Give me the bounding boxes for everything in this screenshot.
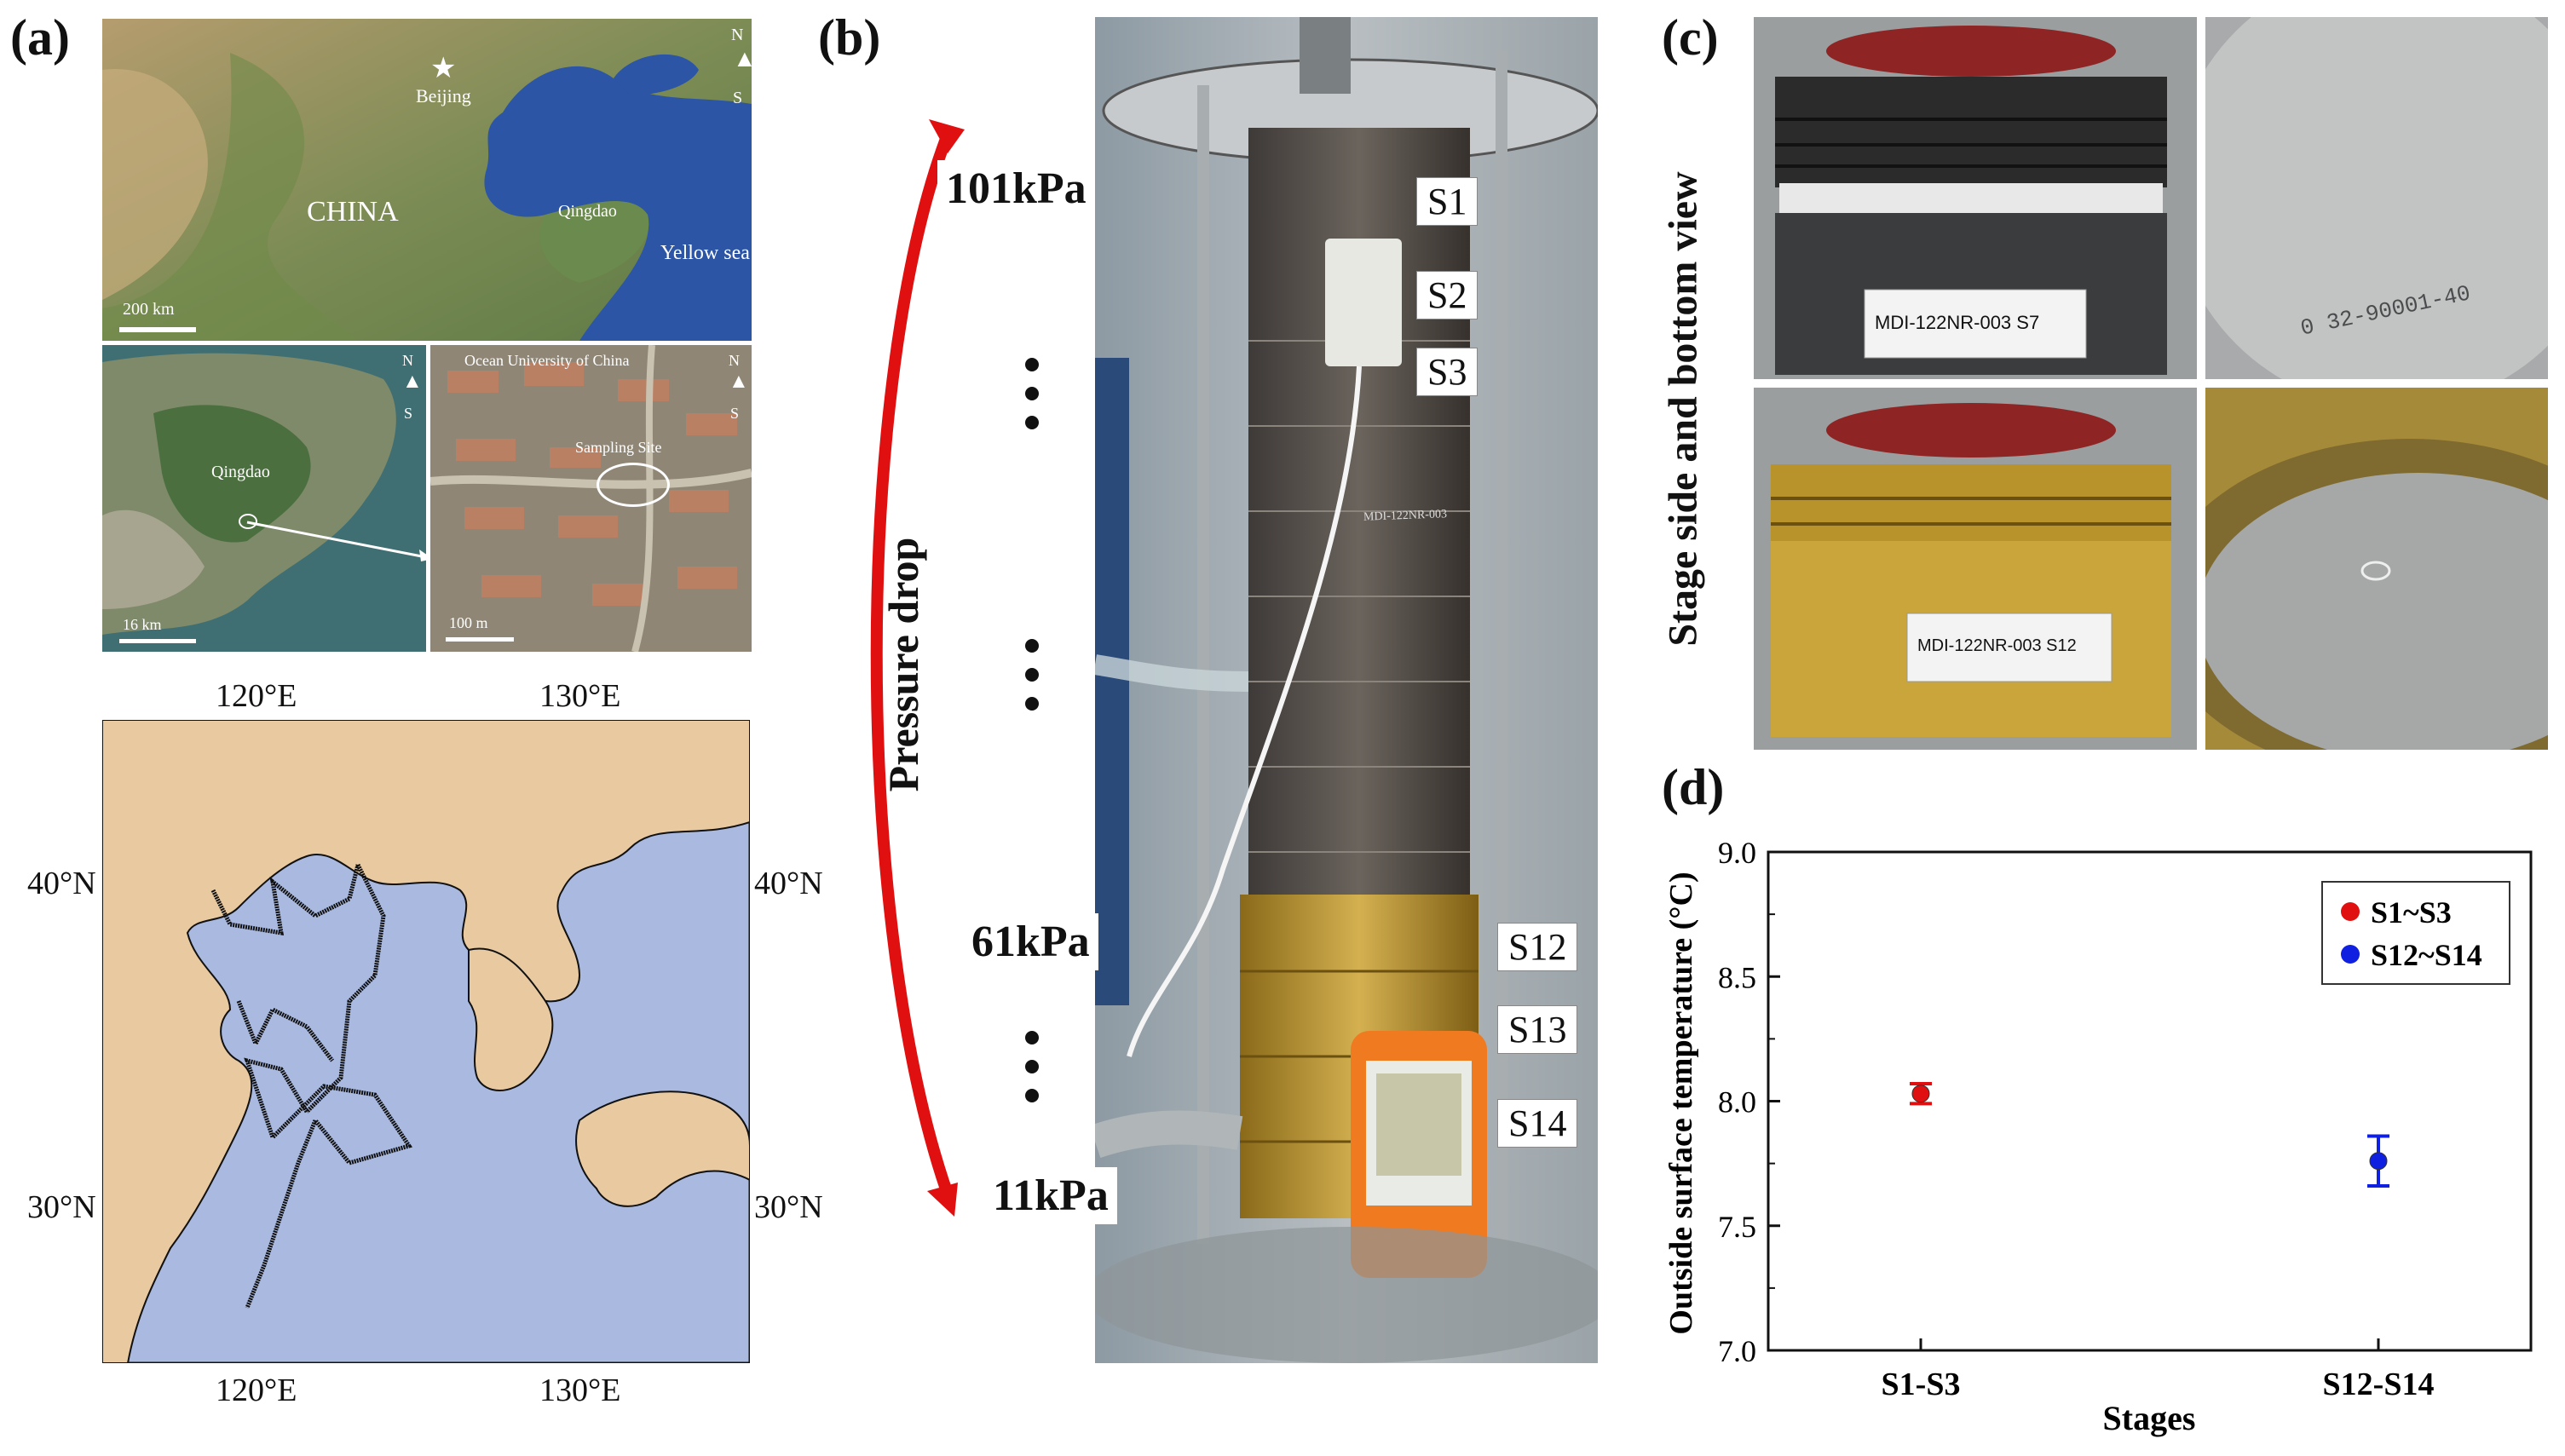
stage-s13: S13 [1497,1005,1578,1054]
legend-marker-blue [2341,945,2360,964]
lat-40-left: 40°N [27,866,96,901]
y-tick-label: 7.0 [1718,1334,1756,1368]
stage-s12: S12 [1497,923,1578,971]
pressure-101kpa: 101kPa [937,160,1095,217]
stage-side-label-box: Stage side and bottom view [1649,128,1717,690]
zoom-connector-arrow [246,521,433,561]
campus-north-label: N [729,352,740,369]
chart-legend: S1~S3 S12~S14 [2321,881,2510,985]
x-tick-label: S1-S3 [1882,1367,1961,1402]
stage-s7-bottom-photo: 0 32-90001-40 [2205,17,2548,379]
y-axis-ticks: 7.0 7.5 8.0 8.5 9.0 [1718,836,1780,1368]
campus-south-label: S [730,405,740,422]
pressure-61kpa: 61kPa [963,913,1098,970]
ship-track-map [102,720,750,1363]
y-tick-label: 8.5 [1718,960,1756,994]
campus-scale-bar [446,637,514,642]
zoom-scale-bar [119,639,196,643]
legend-marker-red [2341,902,2360,921]
panel-label-a: (a) [10,9,70,66]
pressure-drop-arrow [870,119,965,1217]
x-axis-label: Stages [2103,1399,2196,1437]
legend-box [2321,881,2510,985]
china-label: CHINA [307,196,399,227]
site-circle [239,514,257,529]
data-point [1911,1085,1930,1103]
sampling-site-label: Sampling Site [575,439,662,456]
x-tick-label: S12-S14 [2323,1367,2435,1402]
pressure-drop-label-box: Pressure drop [852,528,954,801]
campus-map: Ocean University of China Sampling Site … [430,345,752,652]
column-sticker-label: MDI-122NR-003 [1363,508,1448,524]
lon-120-top: 120°E [216,678,297,714]
ellipsis-dots-3 [1025,1031,1040,1118]
university-label: Ocean University of China [464,352,630,369]
north-label: N [731,26,744,44]
temperature-chart: 7.0 7.5 8.0 8.5 9.0 S1-S3 S12-S14 Outside sur… [1663,836,2533,1437]
satellite-map-region: ★ Beijing CHINA Qingdao Yellow sea 200 k… [102,19,752,341]
legend-entry-s1-s3: S1~S3 [2371,895,2452,929]
lon-120-bottom: 120°E [216,1373,297,1408]
campus-scale-label: 100 m [449,614,488,631]
stage-s12-side-photo: MDI-122NR-003 S12 [1754,388,2197,750]
plate-s12-label: MDI-122NR-003 S12 [1917,636,2077,655]
qingdao-zoom-label: Qingdao [211,463,270,481]
qingdao-zoom-map: Qingdao 16 km N ▲ S [102,345,426,652]
panel-label-c: (c) [1662,9,1719,66]
x-axis-ticks: S1-S3 S12-S14 [1882,1338,2435,1402]
scale-bar [119,327,196,332]
campus-north-arrow-icon: ▲ [729,371,749,393]
zoom-north-label: N [402,352,413,369]
impactor-photo [1095,17,1598,1363]
pressure-drop-label: Pressure drop [879,537,927,792]
sampling-site-circle [597,463,670,507]
y-tick-label: 7.5 [1718,1210,1756,1244]
lat-30-left: 30°N [27,1189,96,1225]
lat-40-right: 40°N [754,866,823,901]
stage-s2: S2 [1416,271,1478,319]
north-arrow-icon: ▲ [733,46,752,72]
scale-label: 200 km [123,300,175,319]
stage-s12-bottom-photo [2205,388,2548,750]
zoom-scale-label: 16 km [123,616,162,633]
lat-30-right: 30°N [754,1189,823,1225]
stage-s7-side-photo: MDI-122NR-003 S7 [1754,17,2197,379]
legend-entry-s12-s14: S12~S14 [2371,938,2482,972]
y-tick-label: 8.0 [1718,1085,1756,1119]
ellipsis-dots-1 [1025,358,1040,445]
ellipsis-dots-2 [1025,639,1040,726]
stage-side-label: Stage side and bottom view [1660,171,1706,647]
panel-label-d: (d) [1662,759,1725,815]
plate-s7-label: MDI-122NR-003 S7 [1875,312,2040,333]
beijing-label: Beijing [416,85,471,106]
y-axis-label: Outside surface temperature (°C) [1663,872,1699,1334]
zoom-north-arrow-icon: ▲ [402,371,423,393]
stage-s1: S1 [1416,177,1478,226]
zoom-south-label: S [404,405,413,422]
chart-marks [1910,1082,2389,1188]
south-label: S [733,89,743,107]
qingdao-label: Qingdao [558,202,617,221]
star-icon: ★ [430,53,457,84]
stage-s3: S3 [1416,348,1478,396]
panel-label-b: (b) [818,9,881,66]
stage-s14: S14 [1497,1099,1578,1148]
y-tick-label: 9.0 [1718,836,1756,870]
lon-130-bottom: 130°E [539,1373,621,1408]
yellow-sea-label: Yellow sea [660,242,750,264]
pressure-11kpa: 11kPa [984,1167,1117,1224]
data-point [2369,1152,2388,1171]
lon-130-top: 130°E [539,678,621,714]
